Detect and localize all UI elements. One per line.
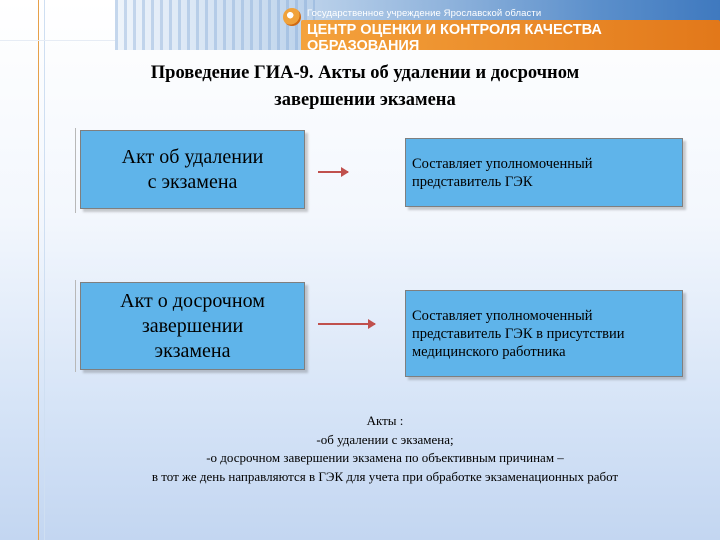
logo-icon xyxy=(283,8,301,26)
responsible-early-finish-label: Составляет уполномоченный представитель … xyxy=(412,307,625,361)
act-removal-box: Акт об удалении с экзамена xyxy=(80,130,305,209)
acts-note: Акты : -об удалении с экзамена; -о досро… xyxy=(60,412,710,486)
org-title: ЦЕНТР ОЦЕНКИ И КОНТРОЛЯ КАЧЕСТВА ОБРАЗОВ… xyxy=(301,20,720,50)
banner-decoration xyxy=(115,0,315,50)
header-banner: Государственное учреждение Ярославской о… xyxy=(115,0,720,50)
slide-title-text: Проведение ГИА-9. Акты об удалении и дос… xyxy=(151,63,579,110)
act-removal-label: Акт об удалении с экзамена xyxy=(122,145,264,195)
bracket-line xyxy=(75,280,76,372)
arrow-icon xyxy=(318,323,375,325)
act-early-finish-box: Акт о досрочном завершении экзамена xyxy=(80,282,305,370)
org-subtitle: Государственное учреждение Ярославской о… xyxy=(307,8,541,19)
arrow-icon xyxy=(318,171,348,173)
responsible-removal-box: Составляет уполномоченный представитель … xyxy=(405,138,683,207)
act-early-finish-label: Акт о досрочном завершении экзамена xyxy=(120,289,265,364)
frame-line-left xyxy=(38,0,39,540)
bracket-line xyxy=(75,128,76,213)
slide-title: Проведение ГИА-9. Акты об удалении и дос… xyxy=(40,60,690,114)
responsible-removal-label: Составляет уполномоченный представитель … xyxy=(412,155,592,191)
responsible-early-finish-box: Составляет уполномоченный представитель … xyxy=(405,290,683,377)
